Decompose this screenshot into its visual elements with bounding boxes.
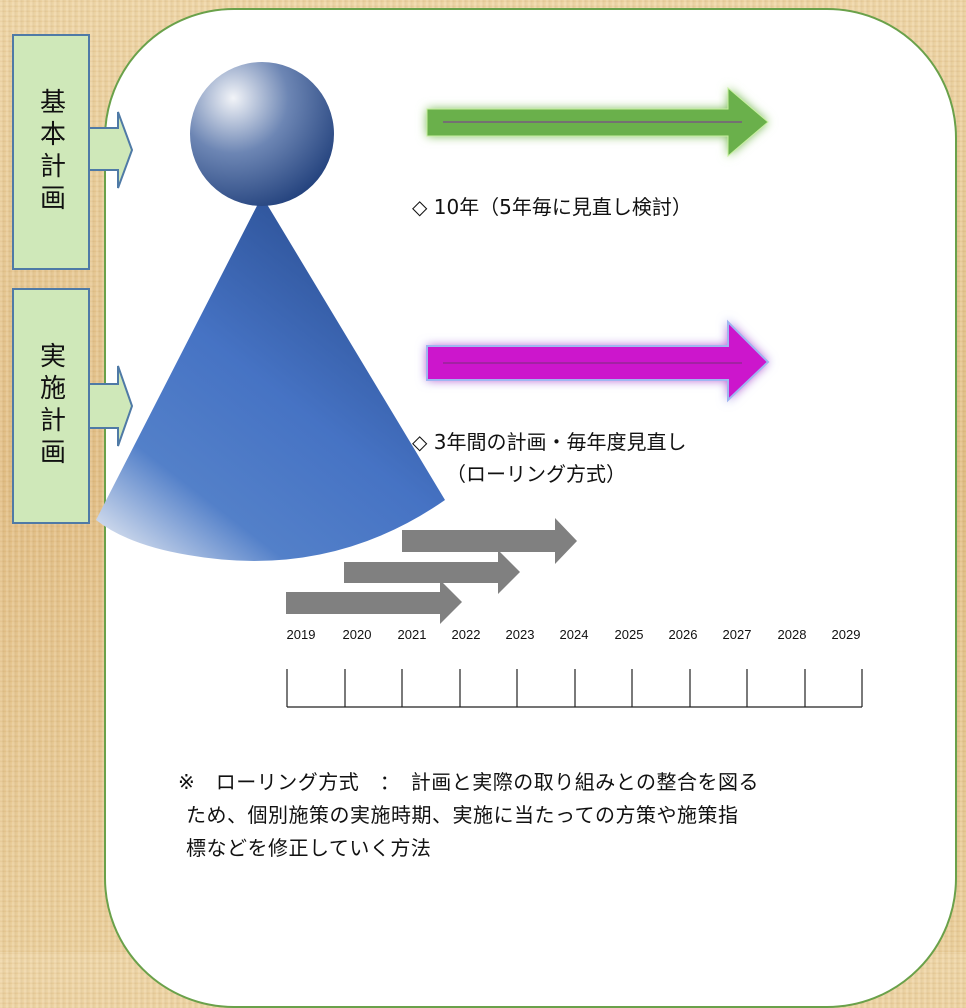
implementation-plan-label-text: 実施計画 xyxy=(35,342,66,470)
rolling-method-note-line-2: ため、個別施策の実施時期、実施に当たっての方策や施策指 xyxy=(186,803,739,827)
implementation-plan-arrow xyxy=(426,319,770,403)
implementation-plan-description: ◇ 3年間の計画・毎年度見直し xyxy=(412,430,687,454)
figure-body xyxy=(96,196,445,561)
diagram-canvas xyxy=(90,62,863,708)
year-label-2021: 2021 xyxy=(397,627,427,642)
implementation-plan-method: （ローリング方式） xyxy=(446,462,626,486)
year-label-2028: 2028 xyxy=(777,627,807,642)
basic-plan-arrow xyxy=(426,86,769,158)
rolling-arrow-2 xyxy=(344,550,520,594)
year-label-2027: 2027 xyxy=(722,627,752,642)
year-label-2029: 2029 xyxy=(831,627,861,642)
basic-plan-description: ◇ 10年（5年毎に見直し検討） xyxy=(412,195,692,219)
basic-plan-label: 基本計画 xyxy=(12,34,90,270)
timeline-ruler xyxy=(286,669,863,708)
rolling-arrow-3 xyxy=(402,518,577,564)
basic-plan-label-text: 基本計画 xyxy=(35,88,66,216)
figure-head xyxy=(190,62,334,206)
year-label-2019: 2019 xyxy=(286,627,316,642)
basic-plan-callout xyxy=(90,111,134,189)
year-label-2022: 2022 xyxy=(451,627,481,642)
implementation-plan-callout xyxy=(90,365,134,447)
year-label-2025: 2025 xyxy=(614,627,644,642)
implementation-plan-label: 実施計画 xyxy=(12,288,90,524)
rolling-method-note-line-3: 標などを修正していく方法 xyxy=(186,836,432,860)
rolling-method-note-line-1: ※ ローリング方式 ： 計画と実際の取り組みとの整合を図る xyxy=(178,770,760,794)
year-label-2024: 2024 xyxy=(559,627,589,642)
year-label-2026: 2026 xyxy=(668,627,698,642)
year-label-2020: 2020 xyxy=(342,627,372,642)
rolling-arrow-1 xyxy=(286,580,462,624)
year-label-2023: 2023 xyxy=(505,627,535,642)
